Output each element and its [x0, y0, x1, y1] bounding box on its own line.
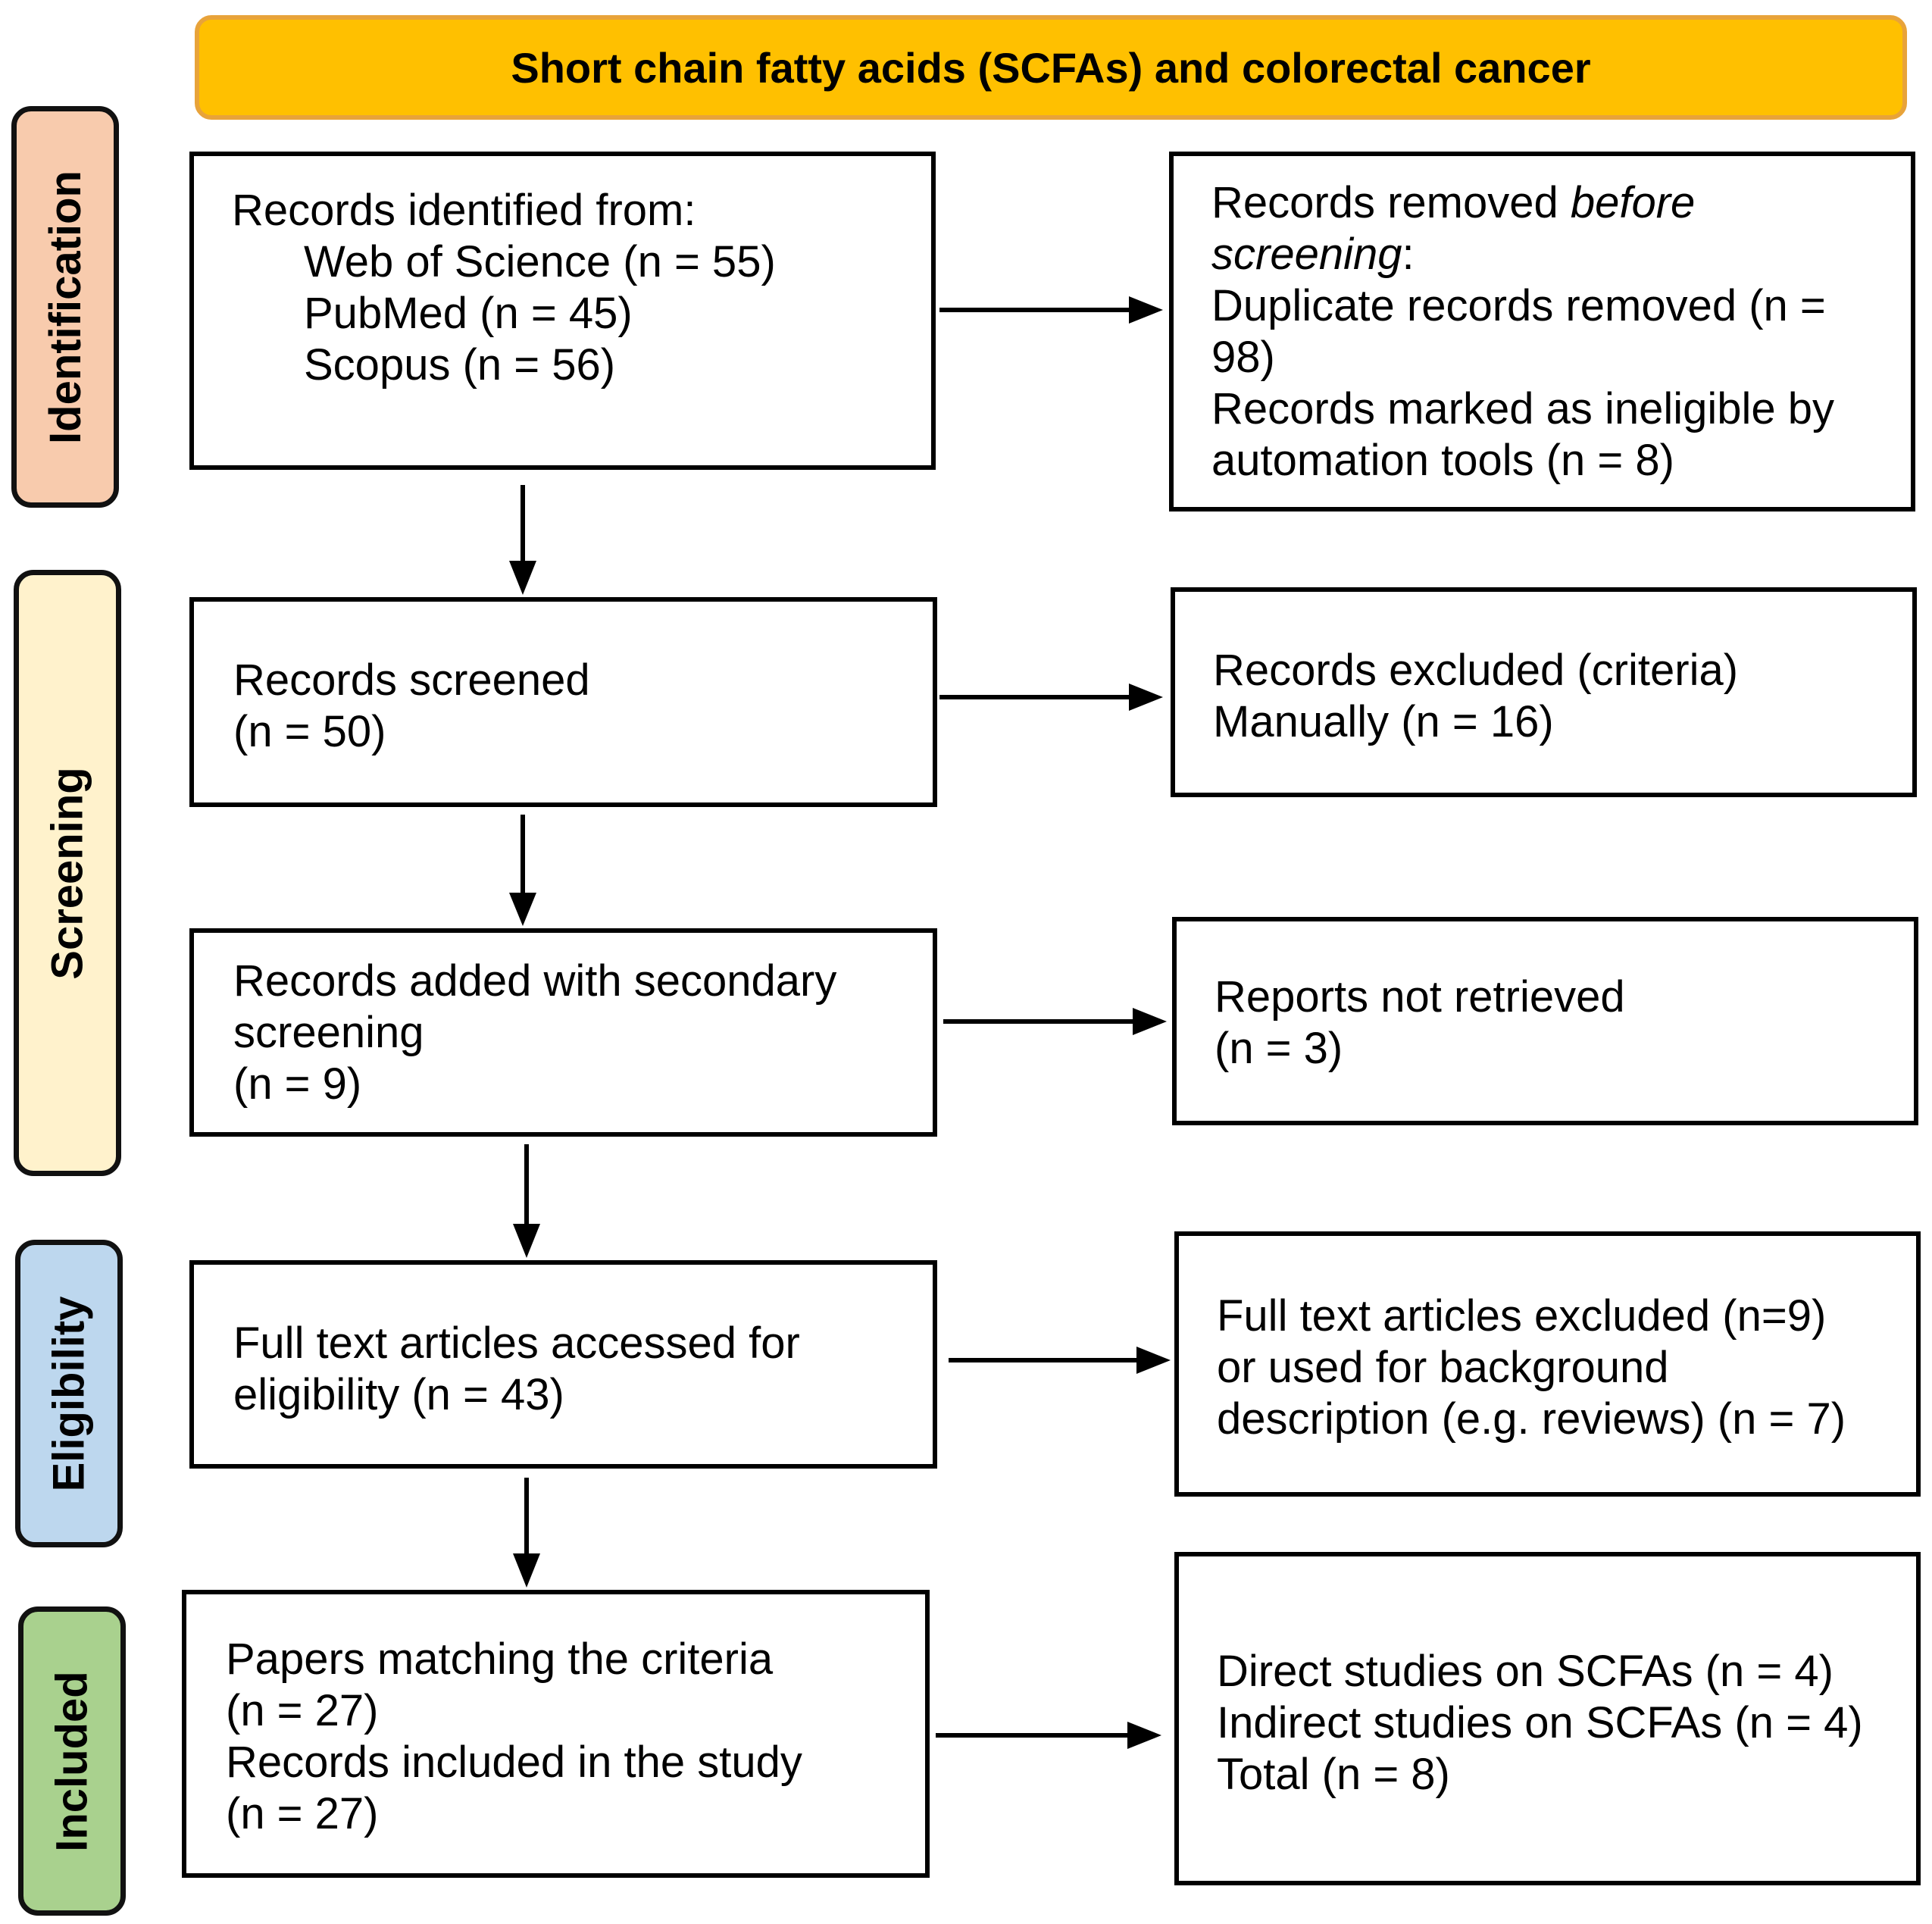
- fulltext-excluded-line: Full text articles excluded (n=9): [1217, 1291, 1827, 1341]
- removed-line: Records marked as ineligible by: [1211, 384, 1835, 433]
- box-records-identified: Records identified from: Web of Science …: [189, 152, 936, 470]
- studies-line: Direct studies on SCFAs (n = 4): [1217, 1647, 1834, 1696]
- identified-heading: Records identified from:: [232, 186, 696, 235]
- excluded-line: Records excluded (criteria): [1213, 646, 1739, 695]
- fulltext-excluded-line: description (e.g. reviews) (n = 7): [1217, 1394, 1846, 1444]
- box-records-excluded: Records excluded (criteria) Manually (n …: [1171, 587, 1917, 797]
- secondary-line: screening: [233, 1008, 424, 1057]
- included-line: Papers matching the criteria: [226, 1635, 774, 1684]
- removed-line: 98): [1211, 333, 1275, 382]
- diagram-title: Short chain fatty acids (SCFAs) and colo…: [195, 15, 1907, 120]
- included-line: (n = 27): [226, 1686, 379, 1735]
- included-line: Records included in the study: [226, 1738, 802, 1787]
- removed-line: Duplicate records removed (n =: [1211, 281, 1826, 330]
- box-studies: Direct studies on SCFAs (n = 4) Indirect…: [1174, 1552, 1921, 1885]
- phase-included: Included: [18, 1606, 126, 1916]
- box-secondary-screening: Records added with secondary screening (…: [189, 928, 937, 1137]
- phase-eligibility: Eligibility: [15, 1240, 123, 1547]
- fulltext-line: Full text articles accessed for: [233, 1319, 800, 1368]
- arrowhead: [513, 1553, 540, 1588]
- arrowhead: [509, 561, 536, 595]
- studies-line: Indirect studies on SCFAs (n = 4): [1217, 1698, 1863, 1747]
- screened-line: (n = 50): [233, 707, 386, 756]
- not-retrieved-line: (n = 3): [1215, 1024, 1343, 1073]
- arrowhead: [1136, 1347, 1171, 1374]
- arrowhead: [513, 1224, 540, 1258]
- phase-screening: Screening: [14, 570, 121, 1176]
- removed-line: automation tools (n = 8): [1211, 436, 1674, 485]
- arrowhead: [1129, 296, 1163, 324]
- removed-subheading: screening:: [1211, 230, 1415, 279]
- box-fulltext-excluded: Full text articles excluded (n=9) or use…: [1174, 1231, 1921, 1497]
- secondary-line: (n = 9): [233, 1059, 362, 1109]
- source-scopus: Scopus (n = 56): [304, 340, 616, 389]
- not-retrieved-line: Reports not retrieved: [1215, 972, 1625, 1021]
- arrowhead: [1127, 1722, 1161, 1749]
- screened-line: Records screened: [233, 655, 590, 705]
- box-records-screened: Records screened (n = 50): [189, 597, 937, 807]
- fulltext-excluded-line: or used for background: [1217, 1343, 1669, 1392]
- included-line: (n = 27): [226, 1789, 379, 1838]
- box-records-removed: Records removed before screening: Duplic…: [1169, 152, 1915, 512]
- removed-heading: Records removed before: [1211, 178, 1696, 227]
- studies-line: Total (n = 8): [1217, 1750, 1450, 1799]
- arrowhead: [1133, 1008, 1167, 1035]
- box-included: Papers matching the criteria (n = 27) Re…: [182, 1590, 930, 1878]
- source-pubmed: PubMed (n = 45): [304, 289, 633, 338]
- fulltext-line: eligibility (n = 43): [233, 1370, 564, 1419]
- phase-identification: Identification: [11, 106, 119, 508]
- arrowhead: [509, 893, 536, 926]
- source-web-of-science: Web of Science (n = 55): [304, 237, 776, 286]
- excluded-line: Manually (n = 16): [1213, 697, 1554, 746]
- box-fulltext-assessed: Full text articles accessed for eligibil…: [189, 1260, 937, 1469]
- secondary-line: Records added with secondary: [233, 956, 837, 1006]
- box-reports-not-retrieved: Reports not retrieved (n = 3): [1172, 917, 1918, 1125]
- arrowhead: [1129, 684, 1163, 711]
